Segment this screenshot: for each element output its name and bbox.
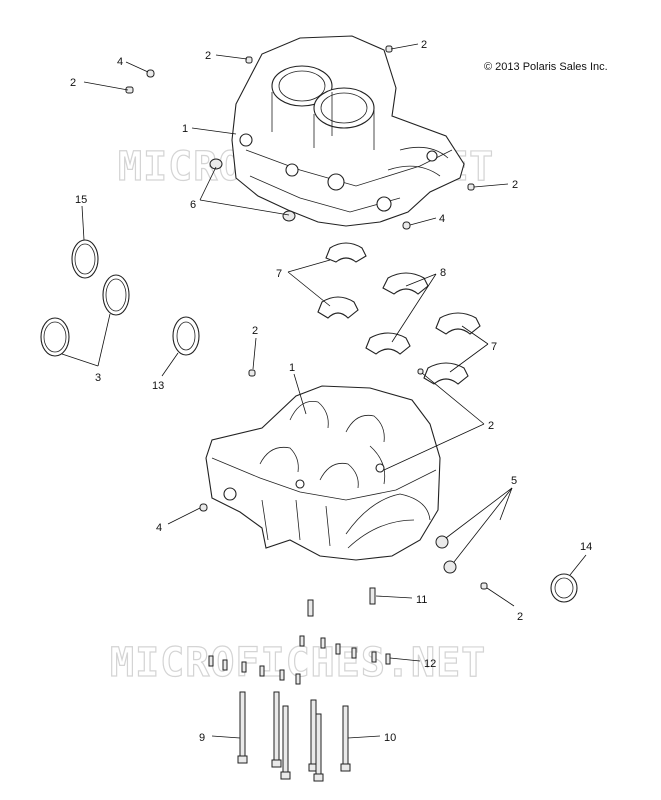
long-bolts — [237, 691, 351, 782]
oil-plug-parts — [209, 158, 296, 222]
callout-2-c: 2 — [421, 39, 427, 51]
callout-2-d: 2 — [512, 179, 518, 191]
bolts-11 — [307, 587, 376, 617]
copyright-text: © 2013 Polaris Sales Inc. — [484, 61, 608, 73]
callout-1-top: 1 — [182, 123, 188, 135]
callout-1-bottom: 1 — [289, 362, 295, 374]
callout-4-top: 4 — [117, 56, 123, 68]
callout-15: 15 — [75, 194, 87, 206]
callout-7-right: 7 — [491, 341, 497, 353]
leader-lines — [61, 43, 587, 739]
callout-2-b: 2 — [205, 50, 211, 62]
bearing-shells — [317, 242, 481, 385]
bushing-parts — [435, 535, 457, 574]
callout-6: 6 — [190, 199, 196, 211]
callout-5: 5 — [511, 475, 517, 487]
callout-8: 8 — [440, 267, 446, 279]
callout-12: 12 — [424, 658, 436, 670]
callout-labels: 4 2 2 2 1 6 2 4 15 3 13 7 8 7 2 1 2 4 5 … — [70, 39, 592, 744]
dowel-parts — [125, 45, 488, 590]
callout-3: 3 — [95, 372, 101, 384]
callout-2-a: 2 — [70, 77, 76, 89]
callout-9: 9 — [199, 732, 205, 744]
upper-crankcase — [231, 35, 465, 227]
callout-4-mid: 4 — [439, 213, 445, 225]
bolts-12 — [208, 635, 391, 685]
callout-14: 14 — [580, 541, 592, 553]
callout-4-bottom: 4 — [156, 522, 162, 534]
callout-7-left: 7 — [276, 268, 282, 280]
callout-13: 13 — [152, 380, 164, 392]
callout-11: 11 — [416, 594, 427, 606]
seal-rings — [40, 239, 578, 603]
callout-10: 10 — [384, 732, 396, 744]
callout-2-f: 2 — [488, 420, 494, 432]
lower-crankcase — [205, 385, 441, 561]
callout-2-e: 2 — [252, 325, 258, 337]
callout-2-g: 2 — [517, 611, 523, 623]
